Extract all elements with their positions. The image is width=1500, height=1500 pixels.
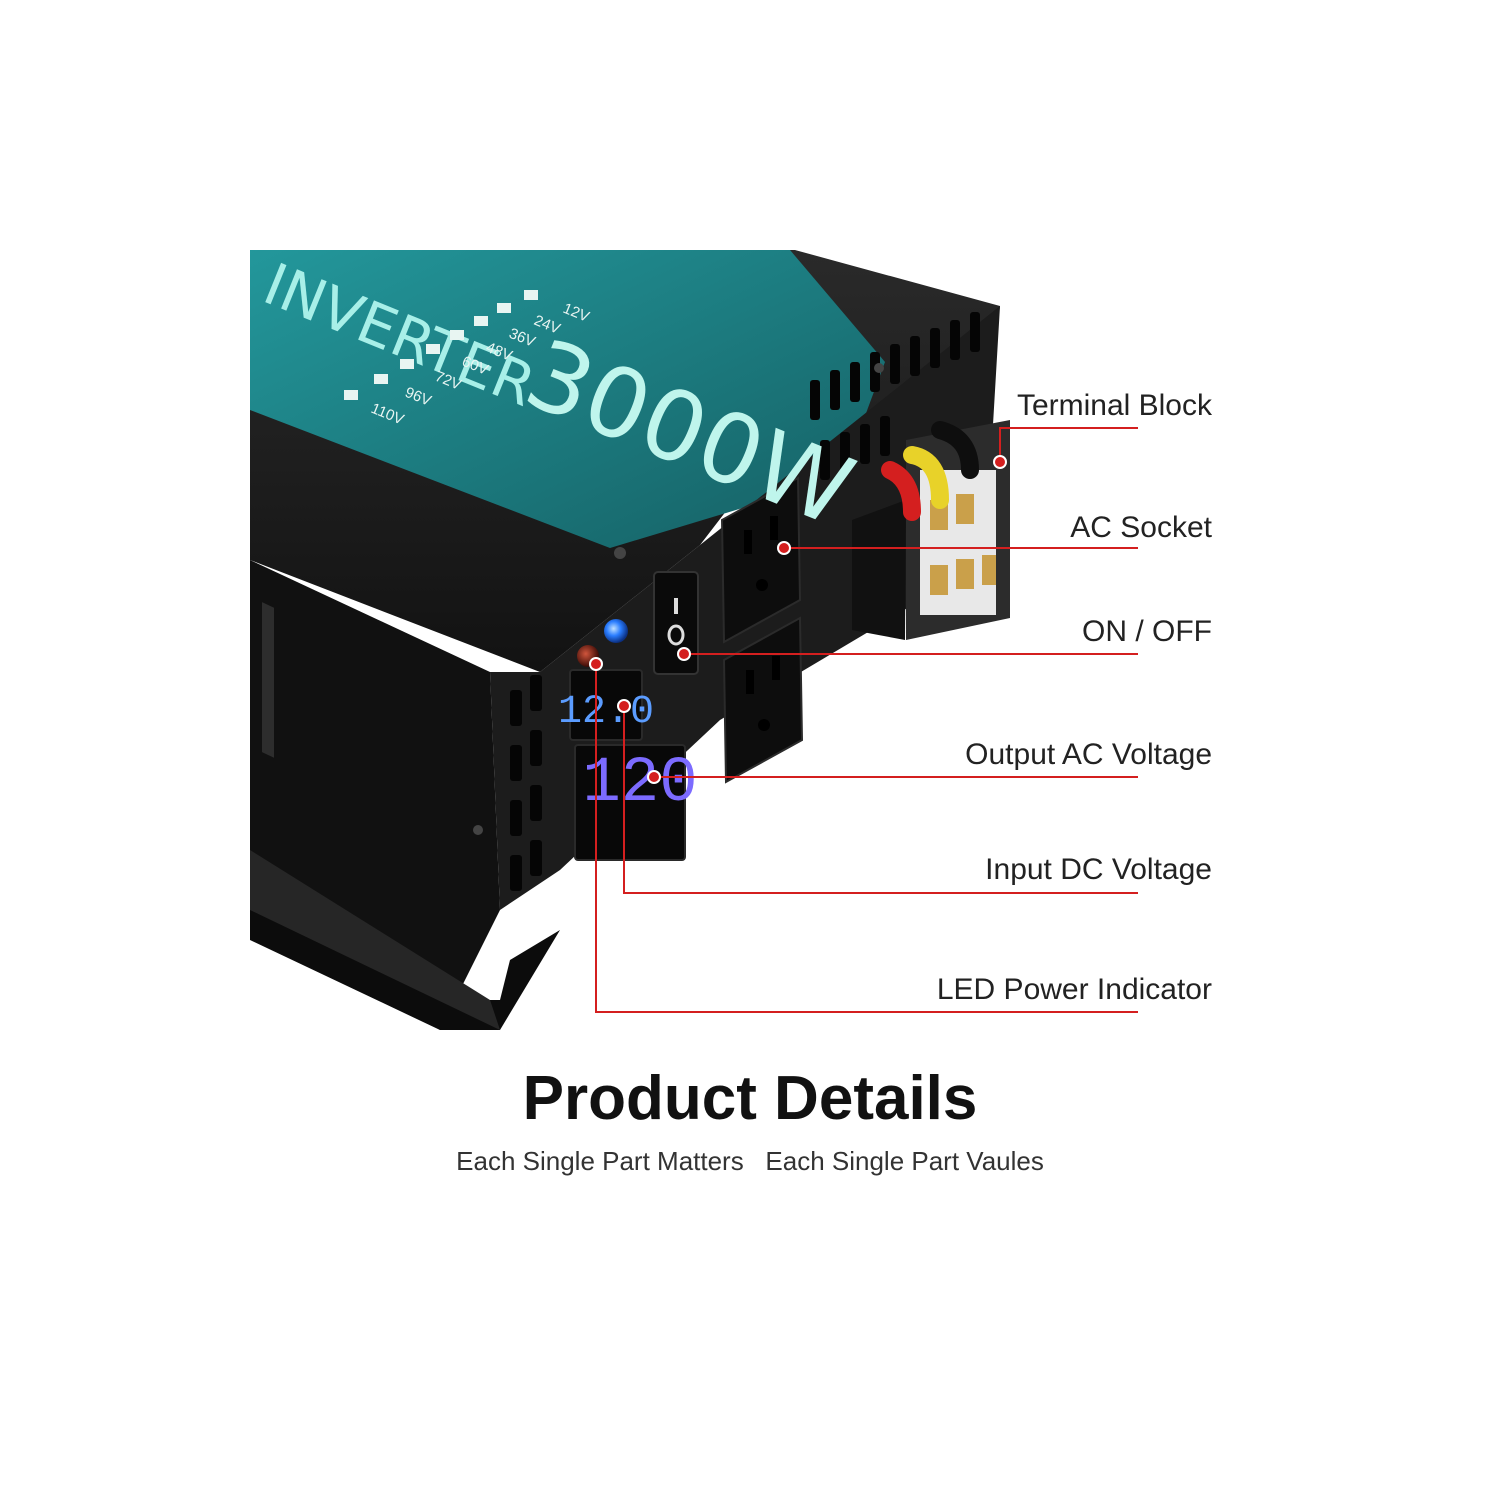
mounting-flange-lip: [250, 850, 500, 1030]
ac-socket-lower: [722, 616, 804, 784]
output-voltage-display: 120: [574, 744, 698, 861]
subtitle-right: Each Single Part Vaules: [765, 1146, 1044, 1176]
callout-led-power-indicator: LED Power Indicator: [936, 973, 1212, 1006]
voltage-option-list: 12V 24V 36V 48V 60V 72V 96V 110V: [344, 290, 592, 428]
page-title: Product Details: [522, 1064, 978, 1133]
mounting-flange: [250, 870, 560, 1030]
callout-output-ac-voltage: Output AC Voltage: [965, 738, 1212, 771]
callout-line-led: [595, 664, 1138, 1013]
screw: [874, 363, 884, 373]
callout-input-dc-voltage: Input DC Voltage: [985, 853, 1212, 886]
input-voltage-display: 12.0: [558, 669, 654, 741]
page-subtitle: Each Single Part Matters Each Single Par…: [0, 1148, 1500, 1174]
screw: [473, 825, 483, 835]
front-vents: [510, 312, 980, 891]
battery-cables: [881, 421, 979, 521]
screw: [614, 547, 626, 559]
callout-lines: [595, 427, 1138, 1013]
teal-label-panel: [250, 250, 885, 548]
callout-line-terminal-block: [999, 427, 1138, 462]
power-switch[interactable]: [653, 571, 699, 675]
output-voltage-readout: 120: [582, 748, 697, 820]
led-blue-indicator: [604, 619, 628, 643]
callout-line-input-dc: [623, 706, 1138, 894]
input-voltage-readout: 12.0: [558, 690, 654, 735]
callout-dots: [589, 455, 1007, 784]
callout-ac-socket: AC Socket: [1070, 511, 1212, 544]
callout-terminal-block: Terminal Block: [1016, 389, 1212, 422]
callout-on-off: ON / OFF: [1082, 615, 1212, 648]
subtitle-left: Each Single Part Matters: [456, 1146, 744, 1176]
ac-socket-upper: [720, 476, 802, 644]
left-side-vents: [262, 602, 274, 758]
